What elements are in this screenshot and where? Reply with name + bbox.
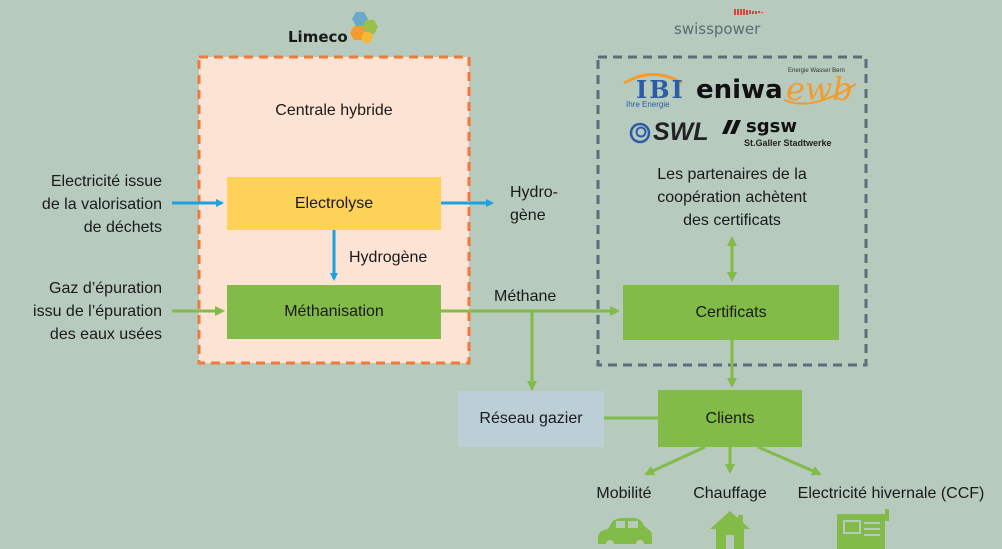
swl-logo-text: SWL (653, 118, 709, 146)
ibi-logo: IBI Ihre Energie (620, 70, 686, 110)
swisspower-logo-text: swisspower (674, 20, 761, 38)
limeco-logo: Limeco (288, 10, 398, 46)
car-icon (598, 518, 652, 548)
ewb-logo: Energie Wasser Bern ewb (782, 68, 862, 112)
swisspower-logo: swisspower (674, 8, 794, 38)
hydrogen-out-line: gène (510, 207, 546, 224)
hydrogen-out-line: Hydro- (510, 184, 559, 201)
partners-description-line: des certificats (683, 212, 781, 229)
swl-logo: SWL (629, 118, 715, 148)
hydrogen-out-label: Hydro- gène (510, 181, 558, 227)
electricity-input-line: de la valorisation (41, 196, 162, 213)
sewage-gas-input-line: issu de l’épuration (33, 303, 162, 320)
swisspower-bars-icon (734, 9, 763, 15)
limeco-mark-icon (350, 12, 378, 43)
house-icon (710, 511, 750, 549)
winter-power-label: Electricité hivernale (CCF) (797, 485, 985, 502)
electricity-input-line: Electricité issue (50, 173, 162, 190)
ibi-logo-subtext: Ihre Energie (626, 100, 670, 109)
mobility-label: Mobilité (596, 485, 652, 502)
ibi-logo-text: IBI (636, 75, 685, 104)
partners-description-line: Les partenaires de la (657, 166, 807, 183)
hybrid-plant-title: Centrale hybride (275, 102, 393, 119)
ewb-swoosh-icon (783, 83, 857, 105)
heating-label: Chauffage (693, 485, 767, 502)
electricity-input-label: Electricité issue de la valorisation de … (0, 170, 162, 239)
to-winter-power-arrow (757, 445, 822, 476)
to-mobility-arrow (644, 445, 706, 476)
sewage-gas-input-line: des eaux usées (49, 326, 162, 343)
limeco-logo-text: Limeco (288, 28, 348, 46)
methane-label: Méthane (494, 288, 557, 305)
electrolysis-box: Electrolyse (227, 177, 441, 230)
sewage-gas-input-label: Gaz d’épuration issu de l’épuration des … (0, 277, 162, 346)
sgsw-logo: sgsw St.Galler Stadtwerke (722, 116, 842, 152)
sewage-gas-input-line: Gaz d’épuration (49, 280, 162, 297)
certificates-box: Certificats (623, 285, 839, 340)
sgsw-logo-subtext: St.Galler Stadtwerke (744, 138, 832, 148)
electricity-input-line: de déchets (83, 219, 162, 236)
sgsw-logo-text: sgsw (746, 116, 797, 137)
partners-description-line: coopération achètent (657, 189, 807, 206)
hydrogen-down-label: Hydrogène (349, 249, 428, 266)
generator-icon (837, 509, 889, 549)
methanation-box: Méthanisation (227, 285, 441, 339)
eniwa-logo: eniwa (696, 75, 783, 105)
partners-description: Les partenaires de la coopération achète… (598, 163, 866, 232)
ewb-logo-subtext: Energie Wasser Bern (788, 68, 845, 74)
clients-box: Clients (658, 390, 802, 447)
gas-grid-box: Réseau gazier (458, 391, 604, 447)
sgsw-slash-icon (722, 120, 741, 134)
swl-swirl-icon (629, 122, 651, 144)
ibi-arc-icon (623, 73, 683, 84)
